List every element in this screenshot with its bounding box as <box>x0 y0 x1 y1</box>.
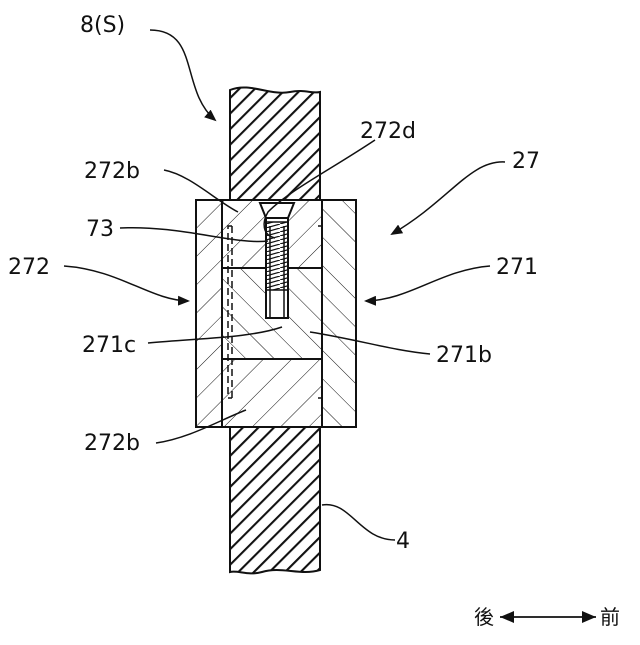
label-271: 271 <box>496 255 538 280</box>
label-272b-upper: 272b <box>84 159 140 184</box>
label-272b-lower: 272b <box>84 431 140 456</box>
direction-front-label: 前 <box>600 605 620 629</box>
arrow-left-head-icon <box>500 611 514 623</box>
direction-indicator: 後 前 <box>474 605 620 629</box>
panel-4-lower-section <box>230 427 320 573</box>
label-8s: 8(S) <box>80 13 125 38</box>
label-271b: 271b <box>436 343 492 368</box>
label-272d: 272d <box>360 119 416 144</box>
direction-back-label: 後 <box>474 605 494 629</box>
leader-272 <box>64 266 188 301</box>
leader-8s <box>150 30 215 120</box>
label-271c: 271c <box>82 333 136 358</box>
leader-271 <box>366 266 490 301</box>
leader-4 <box>322 505 395 540</box>
label-272: 272 <box>8 255 50 280</box>
arrow-right-head-icon <box>582 611 596 623</box>
label-4: 4 <box>396 529 410 554</box>
label-27: 27 <box>512 149 540 174</box>
leader-27 <box>392 162 505 234</box>
label-73: 73 <box>86 217 114 242</box>
